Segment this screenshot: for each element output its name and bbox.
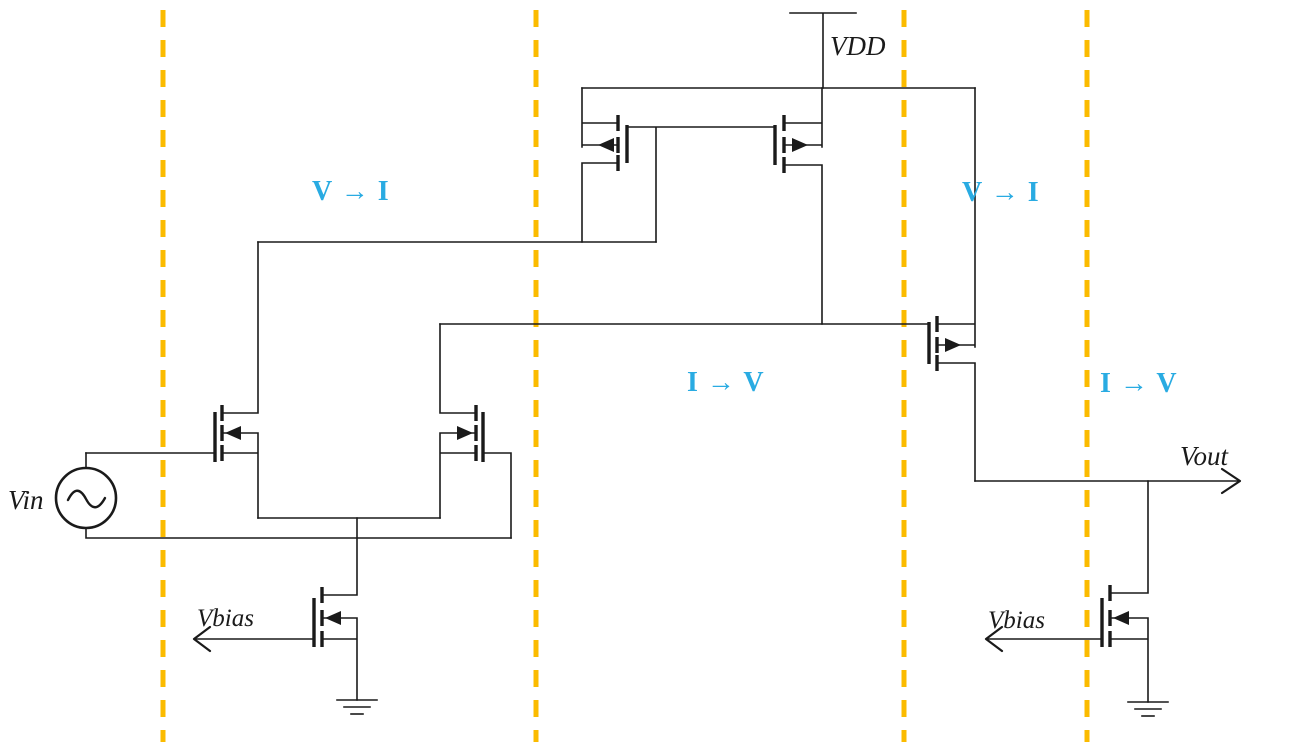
mirror-gate-net: [627, 126, 776, 243]
bulk-arrow-icon: [457, 426, 473, 440]
annotation-i-to-v-middle: I → V: [687, 367, 765, 398]
vin-label: Vin: [8, 485, 44, 515]
sine-wave-icon: [66, 489, 107, 509]
vbias-right-label: Vbias: [988, 607, 1045, 634]
nmos-transistor-m7: Vbias: [984, 480, 1149, 703]
ground-symbol-right: [1127, 701, 1169, 717]
ground-symbol-left: [336, 699, 378, 715]
vdd-supply: VDD: [789, 12, 886, 89]
bulk-arrow-icon: [225, 426, 241, 440]
pmos-transistor-m3: [581, 87, 629, 243]
bulk-arrow-icon: [598, 138, 614, 152]
bulk-arrow-icon: [945, 338, 961, 352]
annotation-v-to-i-left: V → I: [312, 176, 390, 207]
ac-source-circle: [54, 466, 118, 530]
bulk-arrow-icon: [1113, 611, 1129, 625]
nmos-transistor-m2: [439, 323, 512, 539]
vout-net: Vout: [974, 441, 1242, 495]
pmos-transistor-m6: [927, 87, 976, 482]
annotation-v-to-i-right: V → I: [962, 177, 1040, 208]
stage-annotations: V → I V → I I → V I → V: [312, 176, 1178, 399]
nmos-transistor-m1: [85, 241, 259, 519]
annotation-i-to-v-right: I → V: [1100, 368, 1178, 399]
vbias-arrow-icon: [192, 625, 212, 653]
vout-label: Vout: [1180, 441, 1230, 471]
vbias-left-label: Vbias: [197, 605, 254, 632]
pmos-transistor-m4: [773, 87, 823, 325]
vout-arrow-icon: [1220, 467, 1242, 495]
vbias-arrow-icon: [984, 625, 1004, 653]
vin-ac-source: Vin: [8, 452, 512, 539]
stage-dividers: [160, 10, 1090, 742]
nmos-transistor-m5: Vbias: [192, 517, 358, 701]
vdd-label: VDD: [830, 31, 886, 61]
bulk-arrow-icon: [792, 138, 808, 152]
bulk-arrow-icon: [325, 611, 341, 625]
